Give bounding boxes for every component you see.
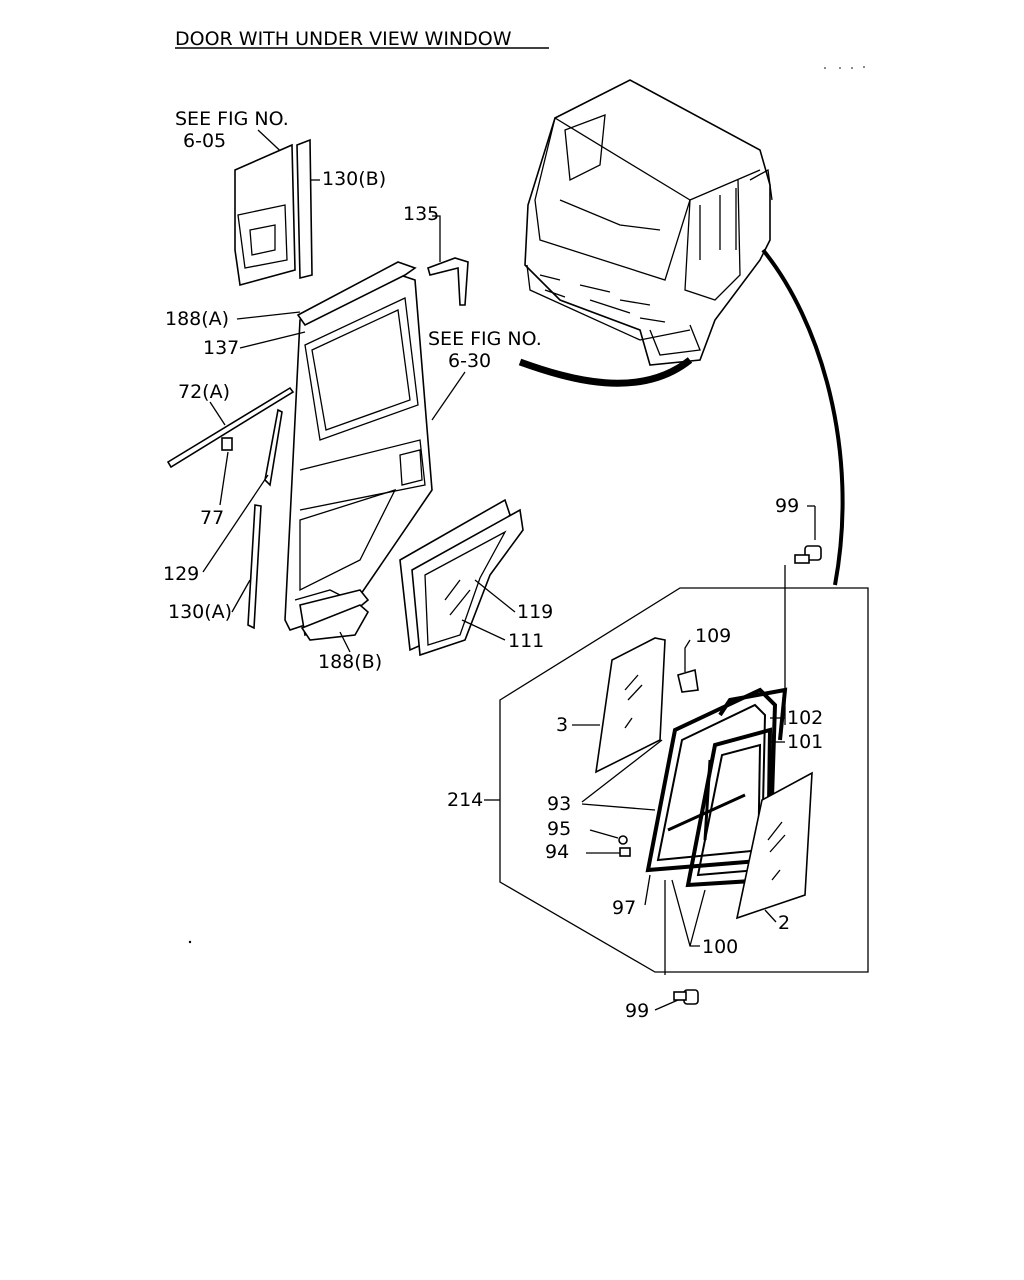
diagram-title: DOOR WITH UNDER VIEW WINDOW xyxy=(175,28,512,50)
callout-3: 3 xyxy=(556,714,568,736)
callout-129: 129 xyxy=(163,563,199,585)
callout-130b: 130(B) xyxy=(322,168,386,190)
callout-188b: 188(B) xyxy=(318,651,382,673)
leader-arc-to-window xyxy=(761,248,845,586)
part-94 xyxy=(619,847,631,857)
see-fig-630-line1: SEE FIG NO. xyxy=(428,328,542,350)
callout-137: 137 xyxy=(203,337,239,359)
see-fig-605-line2: 6-05 xyxy=(183,130,226,152)
callout-109: 109 xyxy=(695,625,731,647)
callout-95: 95 xyxy=(547,818,571,840)
callout-111: 111 xyxy=(508,630,544,652)
callout-214: 214 xyxy=(447,789,483,811)
part-77 xyxy=(221,437,233,451)
callout-130a: 130(A) xyxy=(168,601,232,623)
callout-188a: 188(A) xyxy=(165,308,229,330)
callout-101: 101 xyxy=(787,731,823,753)
truck-cab-drawing xyxy=(524,79,773,366)
glass-3 xyxy=(594,637,666,774)
callout-100: 100 xyxy=(702,936,738,958)
see-fig-630-line2: 6-30 xyxy=(448,350,491,372)
callout-2: 2 xyxy=(778,912,790,934)
under-view-window-drawing xyxy=(399,498,524,657)
callout-99-top: 99 xyxy=(775,495,799,517)
part-109 xyxy=(677,668,699,693)
assembly-box-214 xyxy=(499,587,869,973)
callout-102: 102 xyxy=(787,707,823,729)
part-129 xyxy=(264,408,283,487)
callout-135: 135 xyxy=(403,203,439,225)
part-188b xyxy=(300,604,370,641)
callout-94: 94 xyxy=(545,841,569,863)
callout-77: 77 xyxy=(200,507,224,529)
glass-2 xyxy=(735,771,813,920)
see-fig-605-line1: SEE FIG NO. xyxy=(175,108,289,130)
leader-arc-to-door xyxy=(518,357,693,387)
part-72a xyxy=(166,386,295,469)
callout-99-bottom: 99 xyxy=(625,1000,649,1022)
screw-99-top xyxy=(794,545,822,564)
part-95 xyxy=(618,835,628,845)
door-drawing xyxy=(284,261,433,637)
pillar-panel-drawing xyxy=(234,138,313,287)
callout-93: 93 xyxy=(547,793,571,815)
callout-119: 119 xyxy=(517,601,553,623)
part-130a xyxy=(247,504,262,630)
part-135 xyxy=(427,257,469,306)
callout-97: 97 xyxy=(612,897,636,919)
callout-72a: 72(A) xyxy=(178,381,230,403)
window-frame-drawing xyxy=(645,687,788,888)
screw-99-bottom xyxy=(673,989,699,1005)
